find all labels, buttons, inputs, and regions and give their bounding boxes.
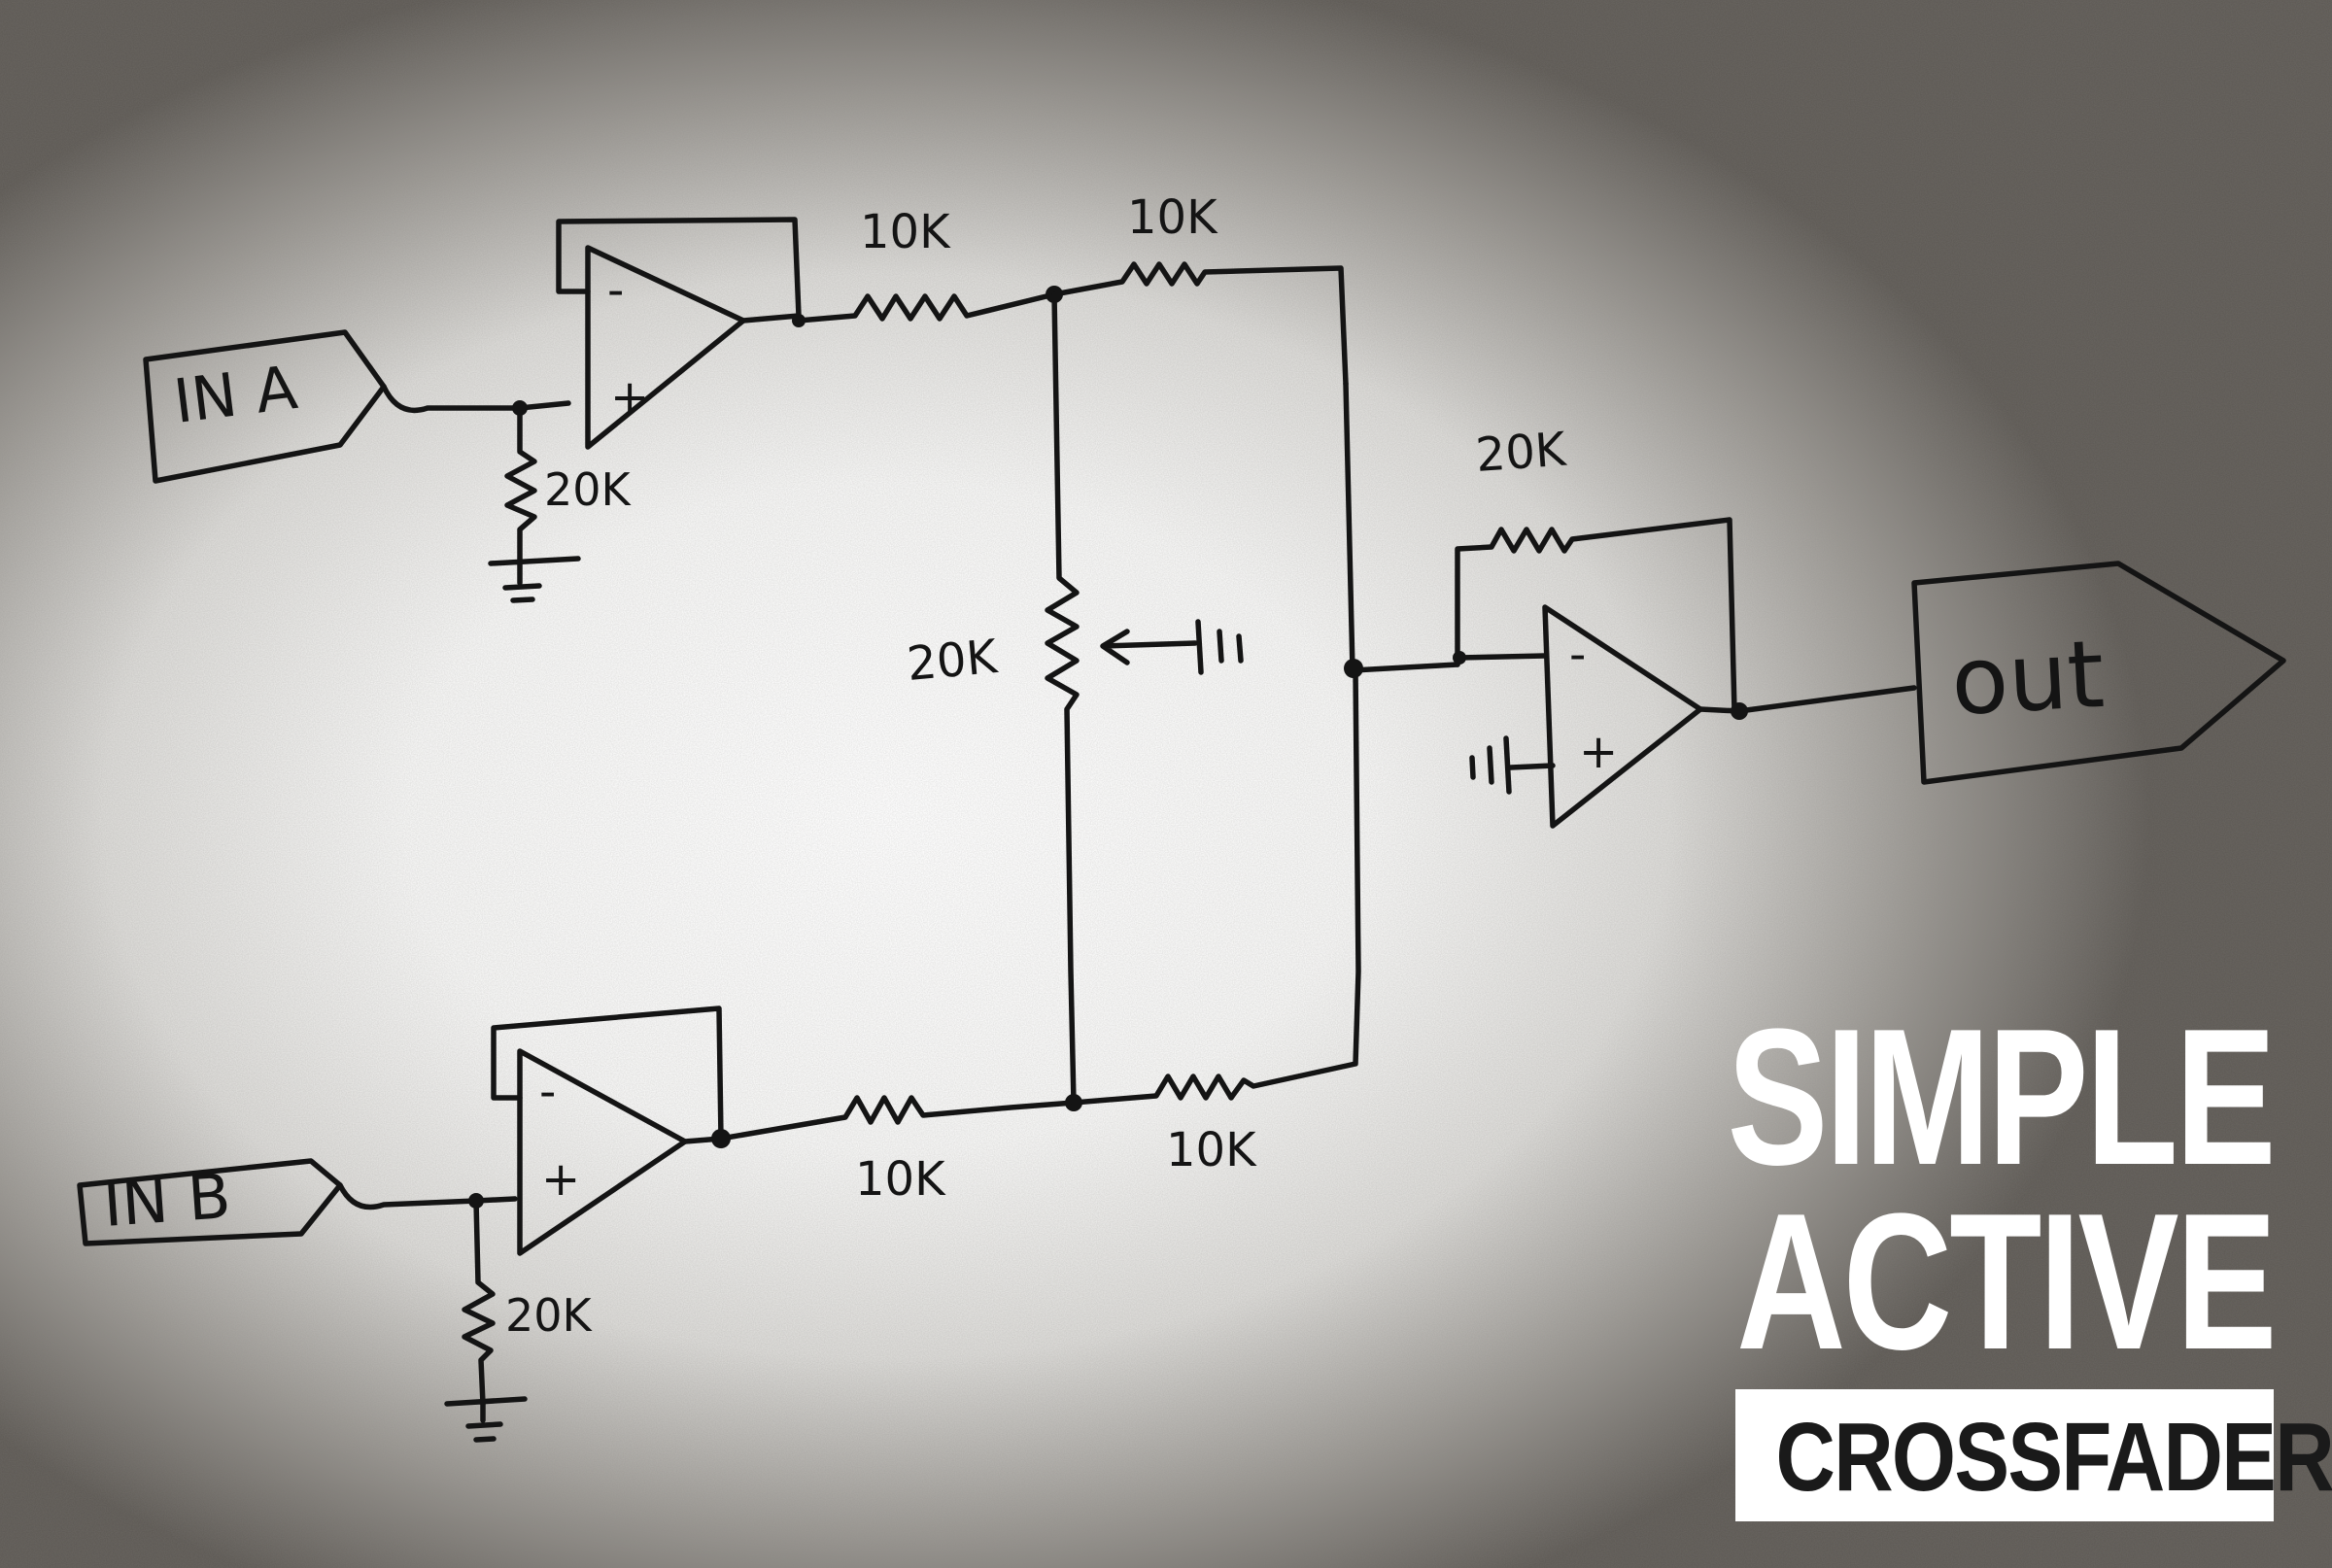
resistor-b-ground-label: 20K bbox=[505, 1289, 594, 1342]
ground-a-symbol bbox=[488, 556, 581, 603]
opamp-out-plus-ground bbox=[1469, 735, 1556, 795]
input-a-label: IN A bbox=[170, 352, 301, 437]
ground-b-symbol bbox=[444, 1396, 528, 1443]
input-b-wire bbox=[337, 1182, 518, 1210]
resistor-a-series-label: 10K bbox=[860, 205, 951, 259]
resistor-feedback bbox=[1455, 517, 1737, 714]
summing-rail bbox=[1343, 381, 1460, 673]
potentiometer-wiper bbox=[1100, 619, 1244, 675]
potentiometer bbox=[1045, 291, 1080, 1106]
opamp-b-plus: + bbox=[541, 1152, 580, 1207]
resistor-b-series-label: 10K bbox=[855, 1152, 946, 1207]
potentiometer-label: 20K bbox=[905, 630, 1001, 692]
resistor-a-ground bbox=[504, 405, 537, 566]
opamp-b bbox=[517, 1048, 688, 1256]
input-a-wire bbox=[381, 384, 571, 414]
title-simple: SIMPLE bbox=[1727, 989, 2277, 1206]
resistor-a-mix bbox=[1051, 261, 1349, 387]
resistor-a-series bbox=[796, 291, 1057, 324]
resistor-b-ground bbox=[462, 1198, 496, 1407]
title-crossfader: CROSSFADER bbox=[1775, 1403, 2332, 1512]
title-crossfader-box: CROSSFADER bbox=[1735, 1389, 2332, 1521]
resistor-a-mix-label: 10K bbox=[1127, 190, 1218, 245]
title-block: SIMPLE ACTIVE CROSSFADER bbox=[1727, 989, 2332, 1525]
output-tag bbox=[1911, 561, 2286, 785]
opamp-out-minus-wire bbox=[1457, 653, 1548, 661]
opamp-a bbox=[585, 245, 746, 450]
opamp-a-plus: + bbox=[610, 370, 649, 425]
resistor-b-mix-label: 10K bbox=[1166, 1123, 1257, 1177]
input-b-label: IN B bbox=[101, 1161, 233, 1242]
opamp-out-minus: - bbox=[1569, 628, 1586, 682]
opamp-b-feedback bbox=[491, 1006, 724, 1144]
opamp-b-minus: - bbox=[539, 1065, 556, 1119]
input-a-tag bbox=[143, 329, 387, 484]
opamp-a-feedback bbox=[556, 217, 802, 324]
opamp-out-plus: + bbox=[1579, 725, 1618, 779]
resistor-feedback-label: 20K bbox=[1474, 423, 1569, 483]
input-b-tag bbox=[77, 1158, 343, 1246]
resistor-a-ground-label: 20K bbox=[544, 463, 633, 516]
title-active: ACTIVE bbox=[1735, 1174, 2277, 1390]
resistor-b-mix bbox=[1071, 667, 1361, 1106]
resistor-b-series bbox=[718, 1095, 1077, 1142]
opamp-out-output-node bbox=[1731, 702, 1748, 720]
summing-node bbox=[1344, 659, 1363, 678]
opamp-out bbox=[1542, 604, 1703, 829]
opamp-a-minus: - bbox=[607, 263, 624, 318]
output-label: out bbox=[1948, 620, 2107, 736]
